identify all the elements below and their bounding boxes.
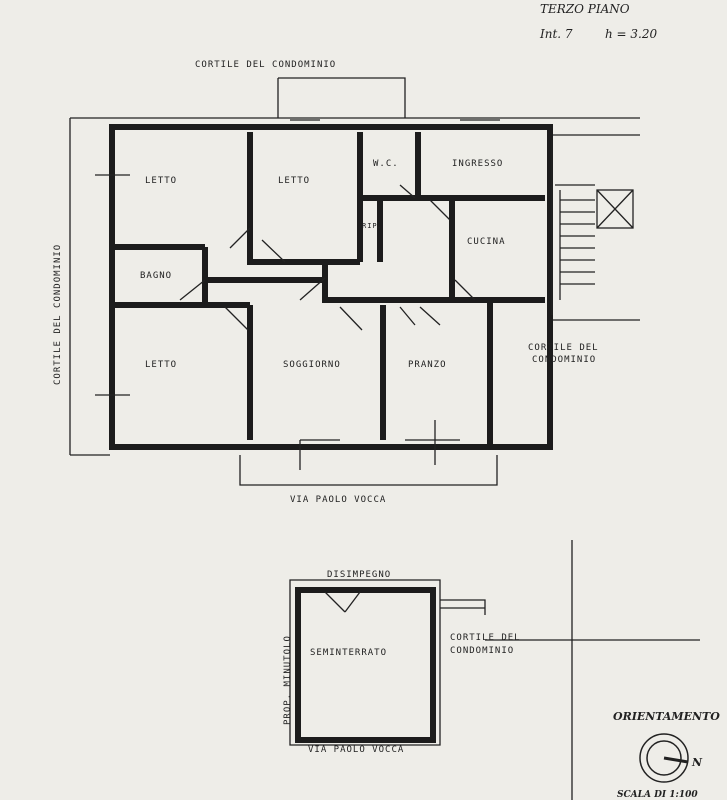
- upper-floor-plan: LETTO LETTO W.C. INGRESSO RIP. BAGNO CUC…: [69, 77, 640, 505]
- room-ingresso: INGRESSO: [452, 159, 503, 169]
- basement-street: VIA PAOLO VOCCA: [308, 745, 404, 755]
- unit-number: Int. 7: [539, 27, 573, 41]
- room-letto-2: LETTO: [278, 176, 310, 186]
- orientation-legend: ORIENTAMENTO N SCALA DI 1:100: [613, 710, 720, 800]
- room-cucina: CUCINA: [467, 237, 506, 247]
- room-letto-1: LETTO: [145, 176, 177, 186]
- room-pranzo: PRANZO: [408, 360, 447, 370]
- room-wc: W.C.: [373, 159, 399, 169]
- room-letto-3: LETTO: [145, 360, 177, 370]
- street-label: VIA PAOLO VOCCA: [290, 495, 386, 505]
- room-soggiorno: SOGGIORNO: [283, 360, 341, 370]
- courtyard-right-label-2: CONDOMINIO: [532, 355, 596, 365]
- basement-plan: DISIMPEGNO SEMINTERRATO PROP. MINUTOLO C…: [283, 540, 700, 800]
- north-label: N: [691, 756, 703, 769]
- scale-label: SCALA DI 1:100: [617, 790, 698, 800]
- compass-outer-icon: [639, 733, 689, 783]
- compass-inner-icon: [646, 740, 682, 776]
- basement-courtyard-2: CONDOMINIO: [450, 646, 514, 656]
- courtyard-right-label-1: CORTILE DEL: [528, 343, 599, 353]
- courtyard-left-label: CORTILE DEL CONDOMINIO: [53, 244, 63, 385]
- room-bagno: BAGNO: [140, 271, 172, 281]
- orientation-label: ORIENTAMENTO: [613, 710, 720, 723]
- neighbour-label: PROP. MINUTOLO: [283, 635, 293, 725]
- north-arrow-icon: [663, 756, 689, 764]
- basement-courtyard-1: CORTILE DEL: [450, 633, 521, 643]
- ceiling-height: h = 3.20: [605, 27, 657, 41]
- room-disimpegno: DISIMPEGNO: [327, 570, 391, 580]
- room-seminterrato: SEMINTERRATO: [310, 648, 387, 658]
- floor-title: TERZO PIANO: [540, 2, 630, 16]
- room-ripostiglio: RIP.: [362, 222, 383, 230]
- courtyard-top-label: CORTILE DEL CONDOMINIO: [195, 60, 336, 70]
